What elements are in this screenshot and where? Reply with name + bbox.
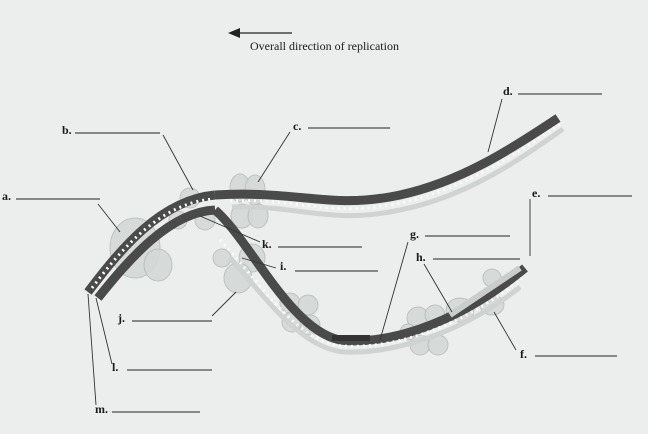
svg-text:j.: j. [117,311,125,325]
svg-text:a.: a. [2,189,11,203]
svg-text:m.: m. [95,402,108,416]
replication-direction-caption: Overall direction of replication [250,39,399,53]
label-a: a. [2,189,121,233]
label-f: f. [493,311,617,361]
label-l: l. [95,297,212,374]
label-d: d. [487,84,602,153]
parental-dna-duplex [84,190,216,301]
replication-direction-arrow [228,28,292,38]
svg-text:h.: h. [416,250,426,264]
label-m: m. [87,293,200,416]
svg-text:e.: e. [532,186,540,200]
label-k: k. [199,215,362,251]
label-e: e. [529,186,632,256]
label-h: h. [416,250,520,313]
svg-text:f.: f. [520,347,527,361]
leading-strand [214,114,565,219]
svg-text:k.: k. [262,237,272,251]
label-g: g. [379,227,510,341]
svg-text:d.: d. [503,84,513,98]
okazaki-fragment [448,265,522,318]
label-c: c. [257,119,390,183]
svg-text:c.: c. [293,119,301,133]
svg-text:b.: b. [62,123,72,137]
svg-text:i.: i. [280,259,286,273]
lagging-strand [211,206,528,355]
label-b: b. [62,123,194,191]
svg-text:g.: g. [410,227,419,241]
svg-text:l.: l. [112,360,118,374]
label-j: j. [117,291,237,325]
label-i: i. [241,257,378,273]
